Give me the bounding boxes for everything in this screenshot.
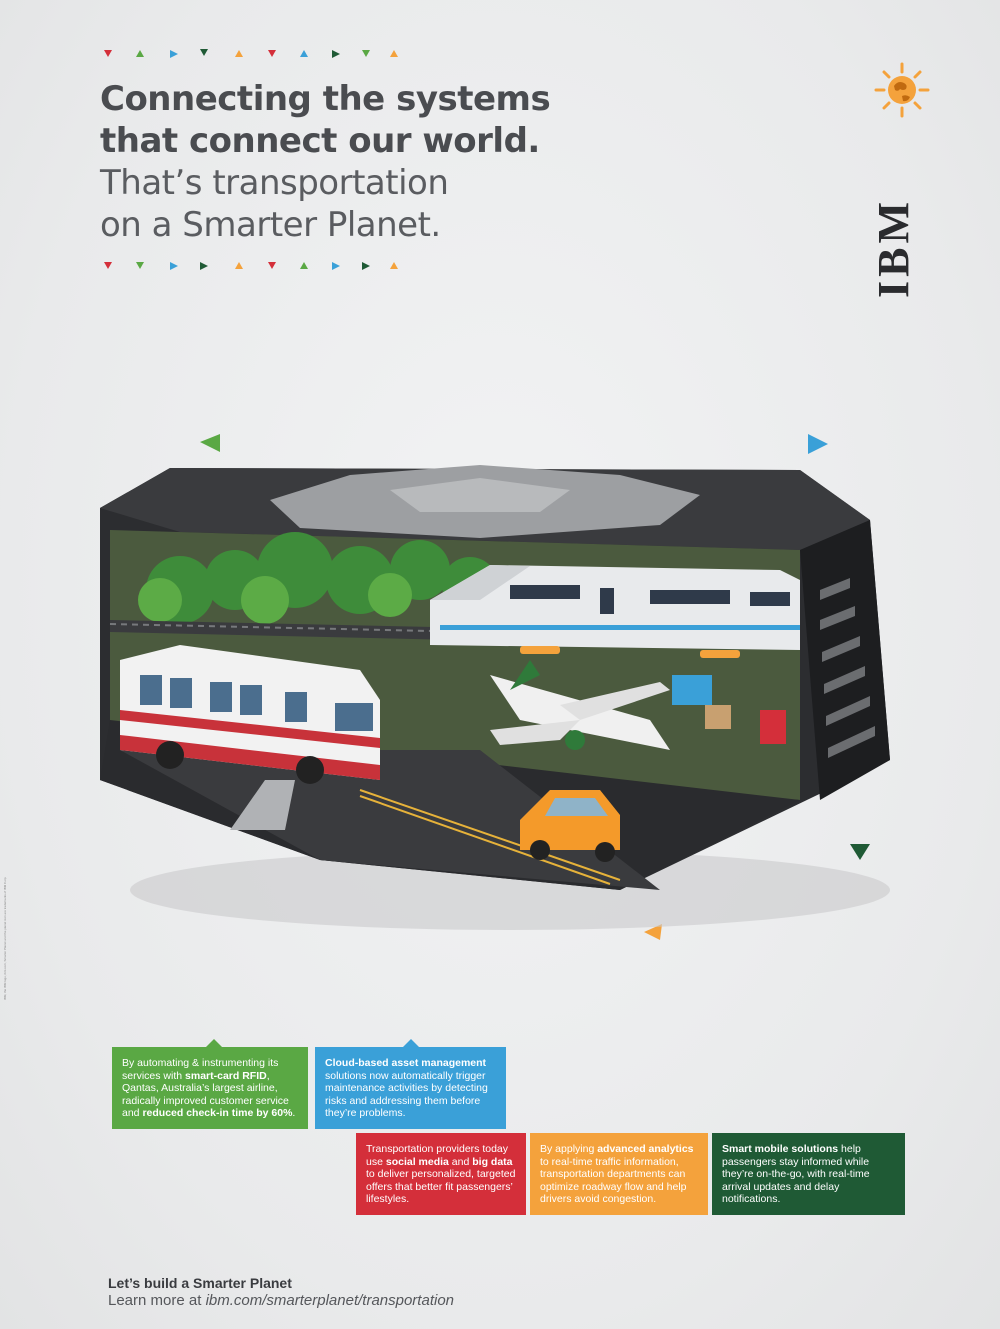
- learn-more: Learn more at ibm.com/smarterplanet/tran…: [108, 1292, 454, 1310]
- decorative-triangles-bottom: [104, 262, 398, 270]
- box-highlight: social media: [385, 1155, 449, 1168]
- floating-triangle: [200, 434, 220, 452]
- headline-line-2: that connect our world.: [100, 121, 540, 161]
- box-text: .: [292, 1107, 296, 1119]
- box-tab: [206, 1039, 222, 1047]
- box-highlight: big data: [472, 1155, 513, 1168]
- info-box-mobile: Smart mobile solutions help passengers s…: [712, 1133, 905, 1215]
- box-highlight: smart-card RFID: [185, 1069, 267, 1082]
- info-box-rfid: By automating & instrumenting its servic…: [112, 1039, 308, 1129]
- box-text: help passengers stay informed while they…: [722, 1143, 870, 1205]
- box-text: By automating & instrumenting its servic…: [122, 1057, 279, 1082]
- floating-triangle: [808, 434, 828, 454]
- headline-line-4: on a Smarter Planet.: [100, 205, 441, 245]
- box-text: Transportation providers today use: [366, 1143, 509, 1168]
- headline: Connecting the systems that connect our …: [100, 78, 620, 246]
- box-text: solutions now automatically trigger main…: [325, 1069, 488, 1120]
- decorative-triangles-top: [104, 49, 398, 58]
- box-text: , Qantas, Australia’s largest airline, r…: [122, 1069, 289, 1120]
- box-highlight: Cloud-based asset management: [325, 1057, 487, 1069]
- learn-more-prefix: Learn more at: [108, 1292, 206, 1309]
- info-box-analytics: By applying advanced analytics to real-t…: [530, 1133, 708, 1215]
- box-text: and: [448, 1155, 473, 1168]
- tagline: Let’s build a Smarter Planet: [108, 1275, 292, 1291]
- box-text: to deliver personalized, targeted offers…: [366, 1168, 516, 1205]
- info-box-cloud-asset-management: Cloud-based asset management solutions n…: [315, 1039, 506, 1129]
- footer: Let’s build a Smarter Planet Learn more …: [108, 1275, 454, 1310]
- learn-more-link[interactable]: ibm.com/smarterplanet/transportation: [205, 1292, 454, 1309]
- info-box-social-media: Transportation providers today use socia…: [356, 1133, 526, 1215]
- box-highlight: reduced check-in time by 60%: [142, 1107, 293, 1119]
- box-text: By applying: [540, 1143, 598, 1155]
- ibm-logo[interactable]: IBM: [866, 60, 936, 298]
- floating-triangle: [644, 924, 662, 940]
- headline-line-1: Connecting the systems: [100, 79, 551, 119]
- box-text: to real-time traffic information, transp…: [540, 1155, 687, 1206]
- transportation-diorama-illustration: [100, 434, 890, 940]
- floating-triangle: [850, 844, 870, 860]
- ibm-wordmark: IBM: [869, 198, 918, 298]
- box-highlight: advanced analytics: [597, 1143, 694, 1155]
- smarter-planet-globe-icon: [874, 62, 930, 118]
- box-tab: [403, 1039, 419, 1047]
- legal-fine-print: IBM, the IBM logo, ibm.com, Smarter Plan…: [3, 876, 7, 1000]
- box-highlight: Smart mobile solutions: [722, 1143, 839, 1155]
- headline-line-3: That’s transportation: [100, 163, 449, 203]
